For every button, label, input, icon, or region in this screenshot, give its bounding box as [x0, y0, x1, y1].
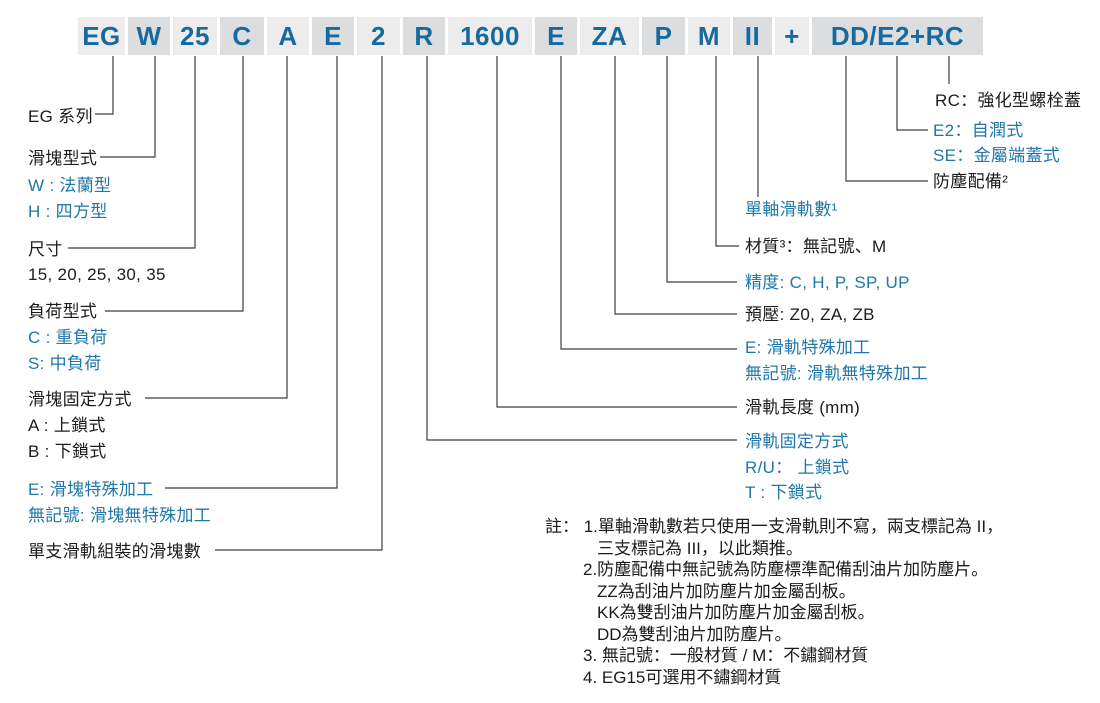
- label-blocks-per-rail: 單支滑軌組裝的滑塊數: [28, 542, 201, 561]
- label-rail-special-e: E: 滑軌特殊加工: [745, 338, 871, 357]
- leader-dust-protection: [845, 56, 928, 182]
- label-block-type-title: 滑塊型式: [28, 149, 98, 168]
- footnote-line: 4. EG15可選用不鏽鋼材質: [583, 667, 782, 687]
- label-material: 材質³：無記號、M: [745, 237, 887, 256]
- label-block-type-h: H : 四方型: [28, 202, 108, 221]
- label-block-fix-b: B : 下鎖式: [28, 442, 107, 461]
- label-preload: 預壓: Z0, ZA, ZB: [745, 305, 875, 324]
- label-se: SE：金屬端蓋式: [933, 146, 1061, 165]
- code-segment-load-type: C: [220, 17, 264, 55]
- leader-e2: [896, 56, 928, 131]
- code-segment-rail-fixing: R: [403, 17, 445, 55]
- label-eg-series: EG 系列: [28, 107, 93, 126]
- leader-eg-series: [95, 56, 114, 115]
- label-rails-per-axis: 單軸滑軌數¹: [745, 200, 838, 219]
- leader-rail-length: [496, 56, 737, 408]
- label-block-fix-a: A : 上鎖式: [28, 416, 106, 435]
- label-block-type-w: W : 法蘭型: [28, 176, 112, 195]
- label-block-special-none: 無記號: 滑塊無特殊加工: [28, 506, 212, 525]
- code-segment-rail-special: E: [535, 17, 577, 55]
- leader-rail-fixing: [426, 56, 737, 441]
- code-segment-block-special: E: [312, 17, 354, 55]
- code-segment-series: EG: [78, 17, 125, 55]
- label-load-type-title: 負荷型式: [28, 302, 98, 321]
- label-e2: E2：自潤式: [933, 121, 1024, 140]
- leader-block-special: [165, 56, 338, 489]
- footnotes: 註： 1.單軸滑軌數若只使用一支滑軌則不寫，兩支標記為 II， 三支標記為 II…: [545, 516, 1003, 688]
- label-rail-fix-title: 滑軌固定方式: [745, 432, 849, 451]
- code-segment-rail-length: 1600: [448, 17, 532, 55]
- leader-material: [715, 56, 739, 247]
- code-segment-rail-count: II: [733, 17, 772, 55]
- footnote-line: DD為雙刮油片加防塵片。: [597, 624, 792, 644]
- footnote-line: 註： 1.單軸滑軌數若只使用一支滑軌則不寫，兩支標記為 II，: [545, 517, 1004, 536]
- footnote-line: 三支標記為 III，以此類推。: [597, 538, 803, 558]
- label-rc: RC：強化型螺栓蓋: [935, 91, 1082, 110]
- label-dust-proof: 防塵配備²: [933, 172, 1009, 191]
- code-segment-block-type: W: [128, 17, 170, 55]
- label-rail-special-none: 無記號: 滑軌無特殊加工: [745, 364, 929, 383]
- label-rail-fix-ru: R/U： 上鎖式: [745, 458, 850, 477]
- leader-precision: [666, 56, 737, 283]
- code-segment-material: M: [688, 17, 730, 55]
- code-segment-block-fixing: A: [267, 17, 309, 55]
- code-segment-block-count: 2: [357, 17, 400, 55]
- footnote-line: 2.防塵配備中無記號為防塵標準配備刮油片加防塵片。: [583, 560, 989, 579]
- code-segment-preload: ZA: [580, 17, 639, 55]
- footnote-line: 3. 無記號：一般材質 / M：不鏽鋼材質: [583, 646, 869, 665]
- leader-block-fixing: [145, 56, 288, 399]
- footnote-line: KK為雙刮油片加防塵片加金屬刮板。: [597, 603, 875, 622]
- label-load-type-s: S: 中負荷: [28, 354, 102, 373]
- label-block-special-e: E: 滑塊特殊加工: [28, 480, 154, 499]
- code-segment-size: 25: [173, 17, 217, 55]
- label-rail-length: 滑軌長度 (mm): [745, 398, 861, 417]
- label-rail-fix-t: T : 下鎖式: [745, 483, 823, 502]
- code-segment-precision: P: [642, 17, 685, 55]
- code-segment-accessories: DD/E2+RC: [812, 17, 983, 55]
- leader-rail-special: [560, 56, 737, 350]
- leader-blocks-per-rail: [215, 56, 383, 551]
- label-size-values: 15, 20, 25, 30, 35: [28, 265, 166, 284]
- label-load-type-c: C : 重負荷: [28, 328, 108, 347]
- leader-preload: [614, 56, 737, 315]
- footnote-line: ZZ為刮油片加防塵片加金屬刮板。: [597, 581, 856, 601]
- label-block-fix-title: 滑塊固定方式: [28, 390, 132, 409]
- leader-block-type: [100, 56, 156, 158]
- code-segment-plus: +: [775, 17, 809, 55]
- label-size-title: 尺寸: [28, 240, 63, 259]
- label-precision: 精度: C, H, P, SP, UP: [745, 273, 910, 292]
